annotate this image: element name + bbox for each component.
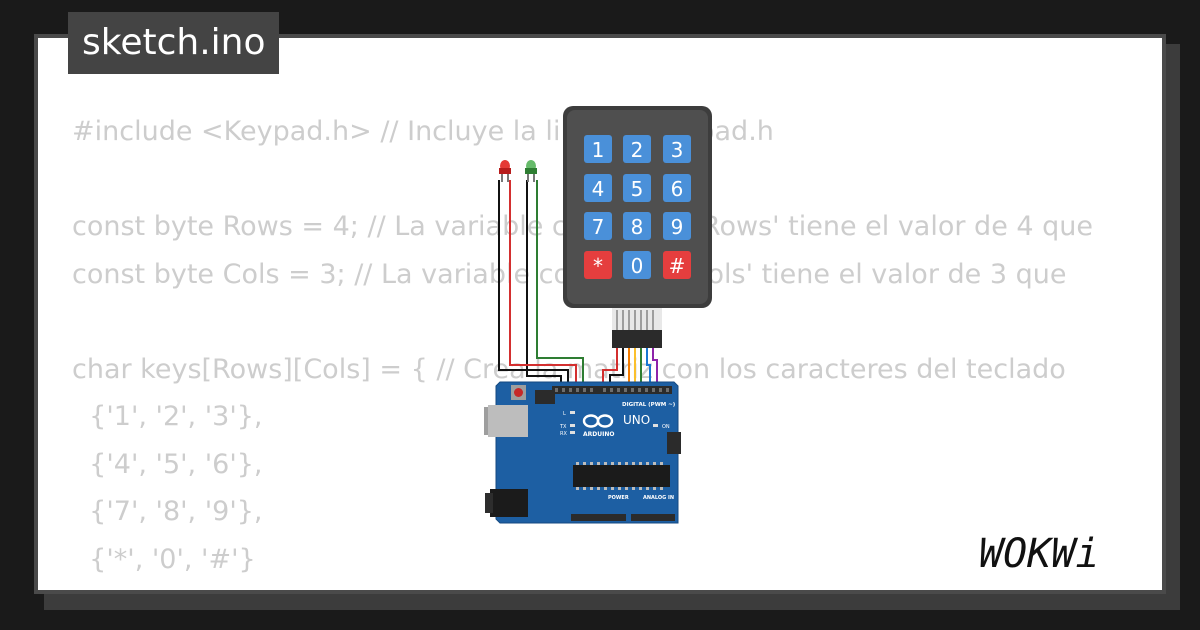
usb-port xyxy=(488,405,528,437)
power-jack xyxy=(490,489,528,517)
svg-text:*: * xyxy=(593,254,603,278)
svg-text:3: 3 xyxy=(671,138,684,162)
keypad-key-9[interactable]: 9 xyxy=(663,212,691,240)
svg-text:2: 2 xyxy=(631,138,644,162)
uno-label: UNO xyxy=(623,413,650,427)
wokwi-logo-text: WOKWi xyxy=(979,531,1099,577)
svg-text:TX: TX xyxy=(559,424,567,430)
digital-header xyxy=(552,386,672,394)
code-line: char keys[Rows][Cols] = { // Crea la mat… xyxy=(72,353,1066,385)
filename-tag: sketch.ino xyxy=(68,12,280,74)
digital-header-label: DIGITAL (PWM ~) xyxy=(622,402,676,408)
arduino-logo xyxy=(582,414,614,428)
code-line: {'*', '0', '#'} xyxy=(72,543,256,575)
atmega-chip xyxy=(573,462,670,490)
svg-text:8: 8 xyxy=(631,215,644,239)
keypad-key-star[interactable]: * xyxy=(584,251,612,279)
svg-text:ON: ON xyxy=(662,424,670,430)
keypad-keys: 1 2 3 4 5 6 7 8 9 * 0 # xyxy=(584,135,691,279)
keypad-key-8[interactable]: 8 xyxy=(623,212,651,240)
svg-text:L: L xyxy=(563,411,566,417)
svg-text:0: 0 xyxy=(631,254,644,278)
power-label: POWER xyxy=(608,495,629,501)
keypad-key-5[interactable]: 5 xyxy=(623,174,651,202)
status-leds: L TX RX ON xyxy=(559,411,670,437)
keypad-key-hash[interactable]: # xyxy=(663,251,691,279)
keypad-key-6[interactable]: 6 xyxy=(663,174,691,202)
svg-text:4: 4 xyxy=(592,177,605,201)
keypad-ribbon-cable xyxy=(612,308,662,348)
keypad-key-2[interactable]: 2 xyxy=(623,135,651,163)
svg-text:#: # xyxy=(669,254,686,278)
power-analog-header xyxy=(571,514,675,521)
code-line: {'7', '8', '9'}, xyxy=(72,496,263,527)
svg-text:6: 6 xyxy=(671,177,684,201)
arduino-brand-label: ARDUINO xyxy=(583,431,614,438)
code-line: {'1', '2', '3'}, xyxy=(72,401,263,432)
svg-text:RX: RX xyxy=(560,431,567,437)
icsp-header xyxy=(535,390,681,454)
led-red[interactable] xyxy=(499,160,511,182)
wire-green xyxy=(536,180,584,390)
code-line: {'4', '5', '6'}, xyxy=(72,448,263,480)
keypad-key-7[interactable]: 7 xyxy=(584,212,612,240)
wire-red xyxy=(509,180,577,390)
svg-text:1: 1 xyxy=(592,138,605,162)
keypad-key-0[interactable]: 0 xyxy=(623,251,651,279)
wokwi-logo: WOKWi xyxy=(979,531,1099,577)
analog-label: ANALOG IN xyxy=(643,495,674,501)
keypad-key-1[interactable]: 1 xyxy=(584,135,612,163)
wire-black-1 xyxy=(498,180,569,390)
svg-text:7: 7 xyxy=(592,215,605,239)
keypad-key-3[interactable]: 3 xyxy=(663,135,691,163)
keypad-key-4[interactable]: 4 xyxy=(584,174,612,202)
svg-text:9: 9 xyxy=(671,215,684,239)
arduino-uno-board[interactable]: DIGITAL (PWM ~) UNO ARDUINO L TX RX ON xyxy=(484,381,681,524)
keypad-4x3[interactable]: 1 2 3 4 5 6 7 8 9 * 0 # xyxy=(563,106,712,308)
led-green[interactable] xyxy=(525,160,537,182)
led-wires xyxy=(498,180,584,390)
svg-text:5: 5 xyxy=(631,177,644,201)
reset-button[interactable] xyxy=(511,385,526,400)
